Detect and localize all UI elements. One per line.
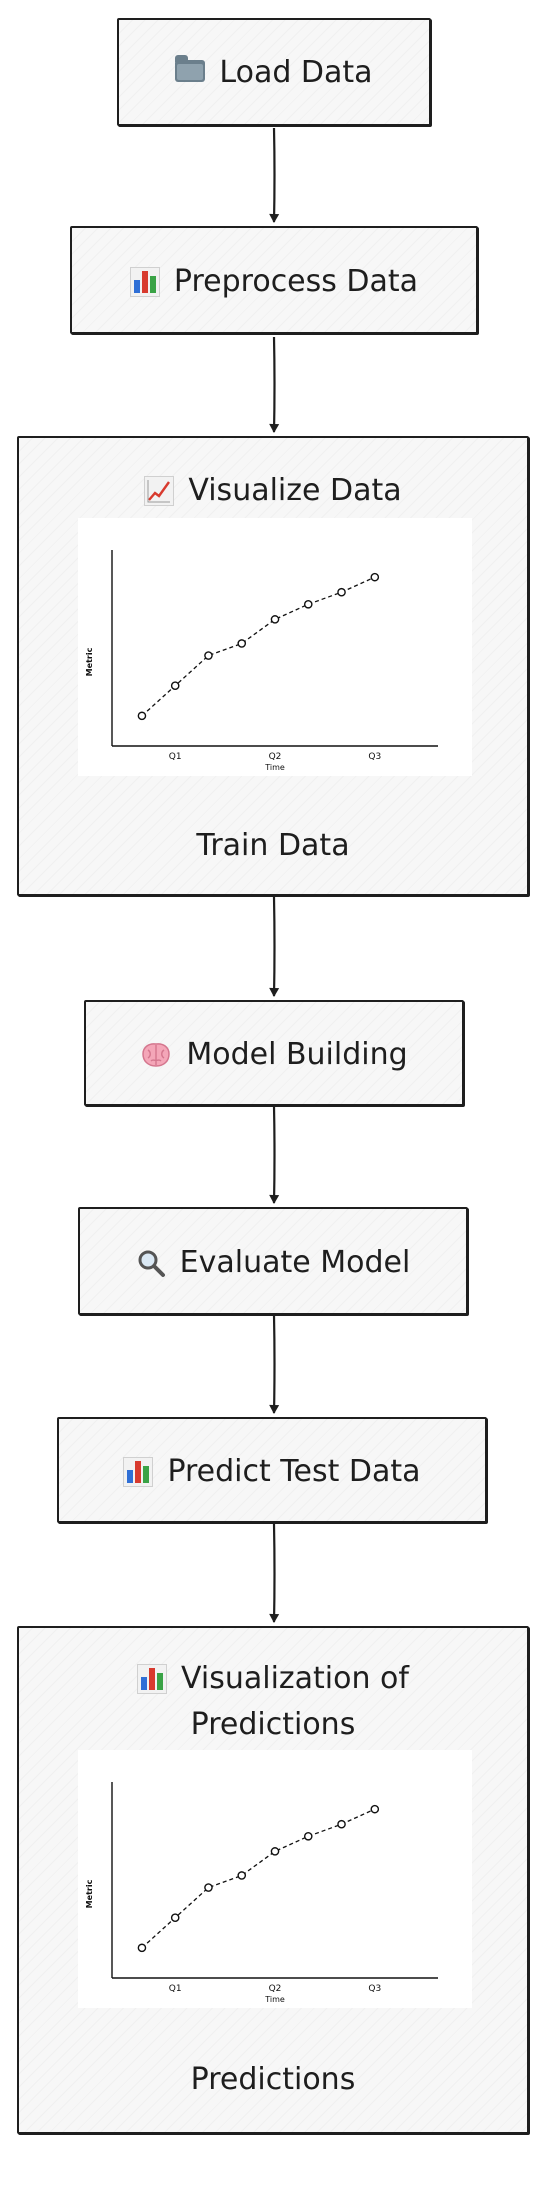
x-tick-label: Q3 bbox=[368, 1984, 381, 1994]
data-point bbox=[270, 615, 280, 624]
predictions-caption: Predictions bbox=[190, 2062, 356, 2097]
data-point bbox=[237, 639, 247, 648]
x-tick-label: Q2 bbox=[269, 752, 282, 762]
magnifier-icon bbox=[136, 1248, 166, 1278]
data-point bbox=[337, 1819, 346, 1829]
data-point bbox=[237, 1871, 247, 1880]
bar-chart-icon bbox=[129, 267, 160, 297]
brain-icon bbox=[140, 1041, 172, 1069]
evaluate-model-node[interactable]: Evaluate Model bbox=[78, 1207, 468, 1315]
data-point bbox=[170, 681, 180, 690]
bar-chart-icon bbox=[137, 1664, 168, 1694]
y-axis-label: Metric bbox=[85, 647, 94, 676]
data-point bbox=[137, 1943, 147, 1953]
predict-test-data-label: Predict Test Data bbox=[167, 1454, 421, 1489]
preprocess-data-node[interactable]: Preprocess Data bbox=[70, 226, 478, 334]
data-point bbox=[170, 1913, 180, 1922]
data-point bbox=[370, 572, 380, 582]
visualize-data-label: Visualize Data bbox=[188, 473, 402, 508]
data-point bbox=[137, 711, 147, 721]
visualization-of-predictions-label-line2: Predictions bbox=[190, 1707, 356, 1742]
arrow-preprocess-to-visualize bbox=[269, 336, 280, 433]
arrow-load-to-preprocess bbox=[269, 127, 280, 223]
series-line bbox=[141, 1808, 376, 1949]
arrow-visualize-to-model bbox=[269, 896, 280, 997]
model-building-label: Model Building bbox=[186, 1037, 408, 1072]
arrow-predict-to-viz bbox=[269, 1523, 280, 1623]
folder-icon bbox=[175, 55, 206, 82]
load-data-label: Load Data bbox=[219, 55, 373, 90]
x-tick-label: Q1 bbox=[169, 752, 182, 762]
line-chart-icon bbox=[144, 476, 175, 506]
x-axis-label: Time bbox=[264, 763, 285, 772]
visualization-of-predictions-label-line1: Visualization of bbox=[181, 1661, 409, 1696]
train-data-caption: Train Data bbox=[196, 828, 350, 863]
data-point bbox=[270, 1847, 280, 1856]
x-tick-label: Q1 bbox=[169, 1984, 182, 1994]
x-axis-label: Time bbox=[264, 1995, 285, 2004]
data-point bbox=[337, 587, 346, 597]
bar-chart-icon bbox=[123, 1457, 154, 1487]
data-point bbox=[303, 1831, 313, 1841]
data-point bbox=[303, 599, 313, 609]
arrow-model-to-evaluate bbox=[269, 1105, 280, 1204]
y-axis-label: Metric bbox=[85, 1879, 94, 1908]
data-point bbox=[370, 1804, 380, 1814]
x-tick-label: Q3 bbox=[368, 752, 381, 762]
series-line bbox=[141, 576, 376, 717]
x-tick-label: Q2 bbox=[269, 1984, 282, 1994]
predict-test-data-node[interactable]: Predict Test Data bbox=[57, 1417, 487, 1523]
preprocess-data-label: Preprocess Data bbox=[173, 264, 419, 299]
data-point bbox=[204, 651, 213, 660]
load-data-node[interactable]: Load Data bbox=[117, 18, 431, 126]
data-point bbox=[204, 1883, 213, 1892]
arrow-evaluate-to-predict bbox=[269, 1314, 280, 1414]
evaluate-model-label: Evaluate Model bbox=[179, 1245, 411, 1280]
model-building-node[interactable]: Model Building bbox=[84, 1000, 464, 1106]
